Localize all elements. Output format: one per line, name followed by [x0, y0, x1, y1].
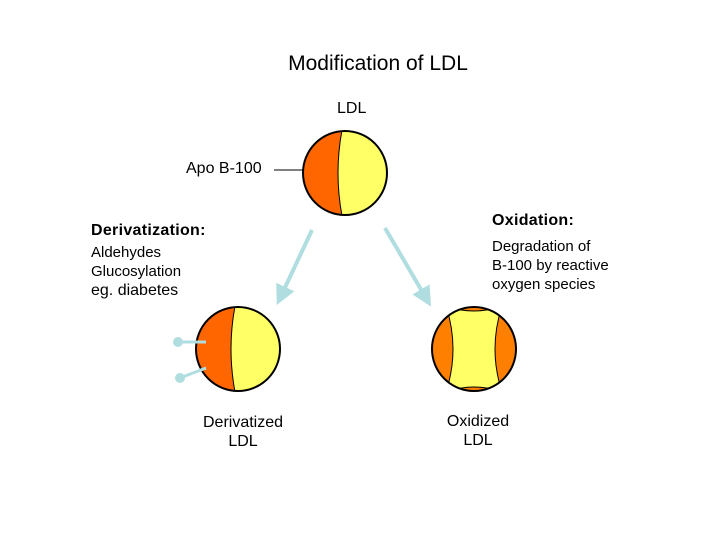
oxidation-line: oxygen species — [492, 276, 596, 293]
oxidized-ldl-core — [445, 307, 503, 391]
derivatization-heading: Derivatization: — [91, 222, 206, 239]
derivatization-line: eg. diabetes — [91, 282, 179, 299]
apo-b100-label: Apo B-100 — [186, 160, 262, 177]
derivatization-line: Glucosylation — [91, 263, 182, 280]
derivatization-arrow — [276, 229, 314, 306]
native-ldl-particle — [302, 130, 388, 216]
derivatization-description: Aldehydes Glucosylation eg. diabetes — [91, 243, 181, 300]
derivatization-line: Aldehydes — [91, 244, 162, 261]
oxidized-ldl-line: Oxidized — [446, 413, 510, 430]
derivatized-ldl-particle — [173, 306, 281, 392]
oxidation-arrow — [383, 226, 432, 307]
oxidized-ldl-label: Oxidized LDL — [418, 412, 538, 450]
oxidized-ldl-particle — [431, 306, 517, 392]
oxidation-line: Degradation of — [492, 238, 591, 255]
derivatized-ldl-line: Derivatized — [202, 414, 284, 431]
native-ldl-outline — [302, 130, 388, 216]
oxidized-ldl-line: LDL — [463, 432, 493, 449]
oxidation-heading: Oxidation: — [492, 212, 575, 229]
adduct-group-icon — [175, 373, 185, 383]
derivatized-ldl-label: Derivatized LDL — [183, 413, 303, 451]
oxidation-description: Degradation of B-100 by reactive oxygen … — [492, 237, 609, 294]
oxidation-line: B-100 by reactive — [492, 257, 609, 274]
adduct-group-icon — [173, 337, 183, 347]
derivatized-ldl-line: LDL — [228, 433, 258, 450]
ldl-label: LDL — [337, 100, 367, 117]
diagram-title: Modification of LDL — [288, 52, 468, 75]
derivatized-ldl-outline — [195, 306, 281, 392]
oxidized-ldl-outline — [431, 306, 517, 392]
